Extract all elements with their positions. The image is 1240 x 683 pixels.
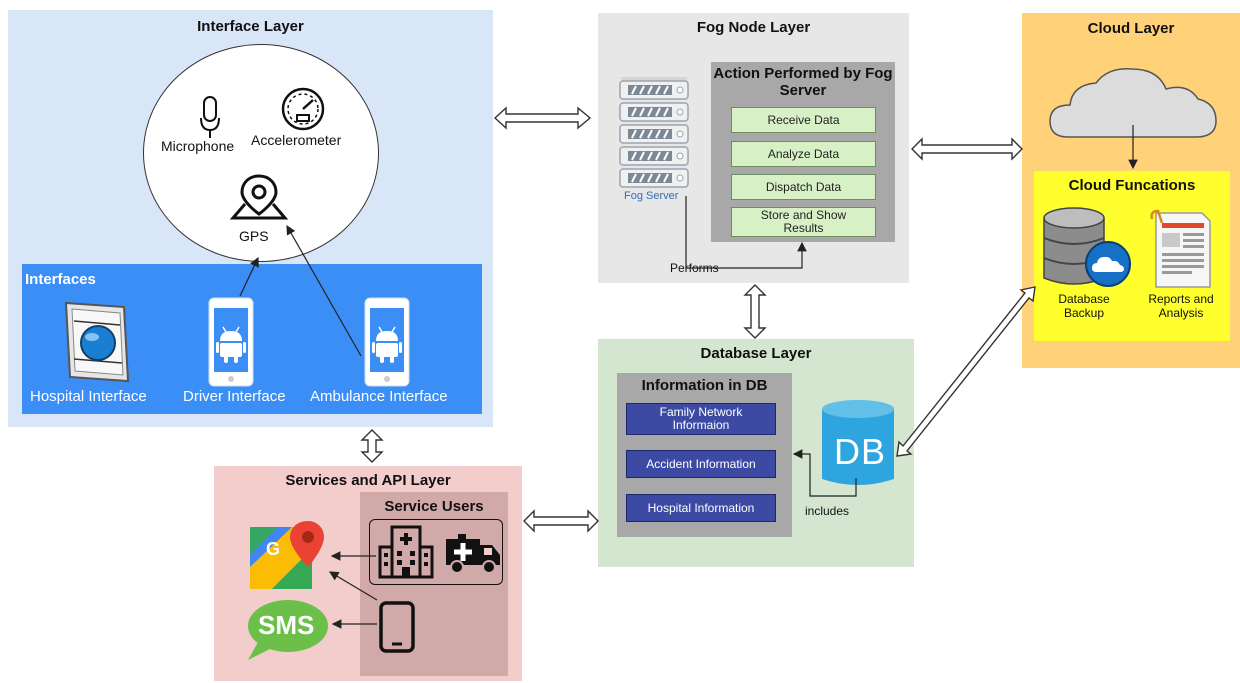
fog-layer-title: Fog Node Layer	[696, 19, 811, 36]
arrow-fog-database	[743, 284, 767, 339]
report-document-icon	[1150, 209, 1211, 288]
interface-label: Driver Interface	[183, 388, 286, 405]
mobile-phone-icon	[379, 601, 415, 653]
cloud-icon	[1049, 68, 1217, 138]
action-store-show-results: Store and Show Results	[731, 207, 876, 237]
arrow-interface-services	[360, 429, 384, 463]
database-layer: Database Layer Information in DB Family …	[598, 339, 914, 567]
db-item-accident: Accident Information	[626, 450, 776, 478]
ambulance-phone-icon[interactable]	[364, 297, 410, 387]
arrow-fog-cloud	[911, 137, 1023, 161]
info-in-db-title: Information in DB	[641, 377, 768, 394]
arrow-cloud-db	[896, 286, 1036, 457]
service-users-title: Service Users	[384, 498, 484, 515]
interface-layer: Interface Layer Microphone Accelerometer…	[8, 10, 493, 427]
db-item-family-network: Family Network Informaion	[626, 403, 776, 435]
hospital-building-icon	[378, 525, 434, 579]
cloud-layer: Cloud Layer Cloud Funcations Database Ba…	[1022, 13, 1240, 368]
microphone-icon	[200, 96, 220, 138]
action-analyze-data: Analyze Data	[731, 141, 876, 167]
microphone-label: Microphone	[161, 138, 235, 154]
fog-node-layer: Fog Node Layer Fog Server Action Perform…	[598, 13, 909, 283]
sensors-ellipse	[143, 44, 379, 262]
sms-bubble-icon	[248, 600, 328, 660]
services-api-layer: Services and API Layer Service Users G	[214, 466, 522, 681]
interface-layer-title: Interface Layer	[197, 18, 304, 35]
google-maps-icon: G	[250, 521, 324, 589]
interface-label: Ambulance Interface	[310, 388, 448, 405]
hospital-tablet-icon[interactable]	[62, 301, 132, 383]
database-cloud-icon	[1043, 207, 1131, 287]
includes-label: includes	[805, 504, 850, 518]
arrow-services-database	[523, 509, 599, 533]
interfaces-title: Interfaces	[25, 271, 96, 288]
gps-label: GPS	[239, 228, 269, 244]
db-item-hospital: Hospital Information	[626, 494, 776, 522]
arrow-interface-fog	[493, 106, 592, 130]
db-label: DB	[834, 431, 887, 472]
ambulance-icon	[446, 534, 500, 574]
maps-letter: G	[266, 539, 280, 559]
accelerometer-icon	[281, 87, 325, 131]
services-layer-title: Services and API Layer	[285, 472, 451, 489]
action-dispatch-data: Dispatch Data	[731, 174, 876, 200]
fog-server-label: Fog Server	[624, 190, 679, 202]
cloud-functions-title: Cloud Funcations	[1068, 177, 1196, 194]
service-users-group	[369, 519, 503, 585]
action-receive-data: Receive Data	[731, 107, 876, 133]
sms-label: SMS	[258, 610, 315, 640]
gps-pin-icon	[229, 174, 289, 220]
database-layer-title: Database Layer	[700, 345, 812, 362]
fog-server-icon	[619, 77, 689, 188]
database-backup-label: Database Backup	[1058, 292, 1110, 320]
reports-analysis-label: Reports and Analysis	[1148, 292, 1214, 320]
accelerometer-label: Accelerometer	[251, 132, 342, 148]
performs-label: Performs	[670, 261, 719, 275]
cloud-layer-title: Cloud Layer	[1087, 20, 1175, 37]
driver-phone-icon[interactable]	[208, 297, 254, 387]
fog-actions-title: Action Performed by Fog Server	[713, 65, 893, 99]
interface-label: Hospital Interface	[30, 388, 147, 405]
